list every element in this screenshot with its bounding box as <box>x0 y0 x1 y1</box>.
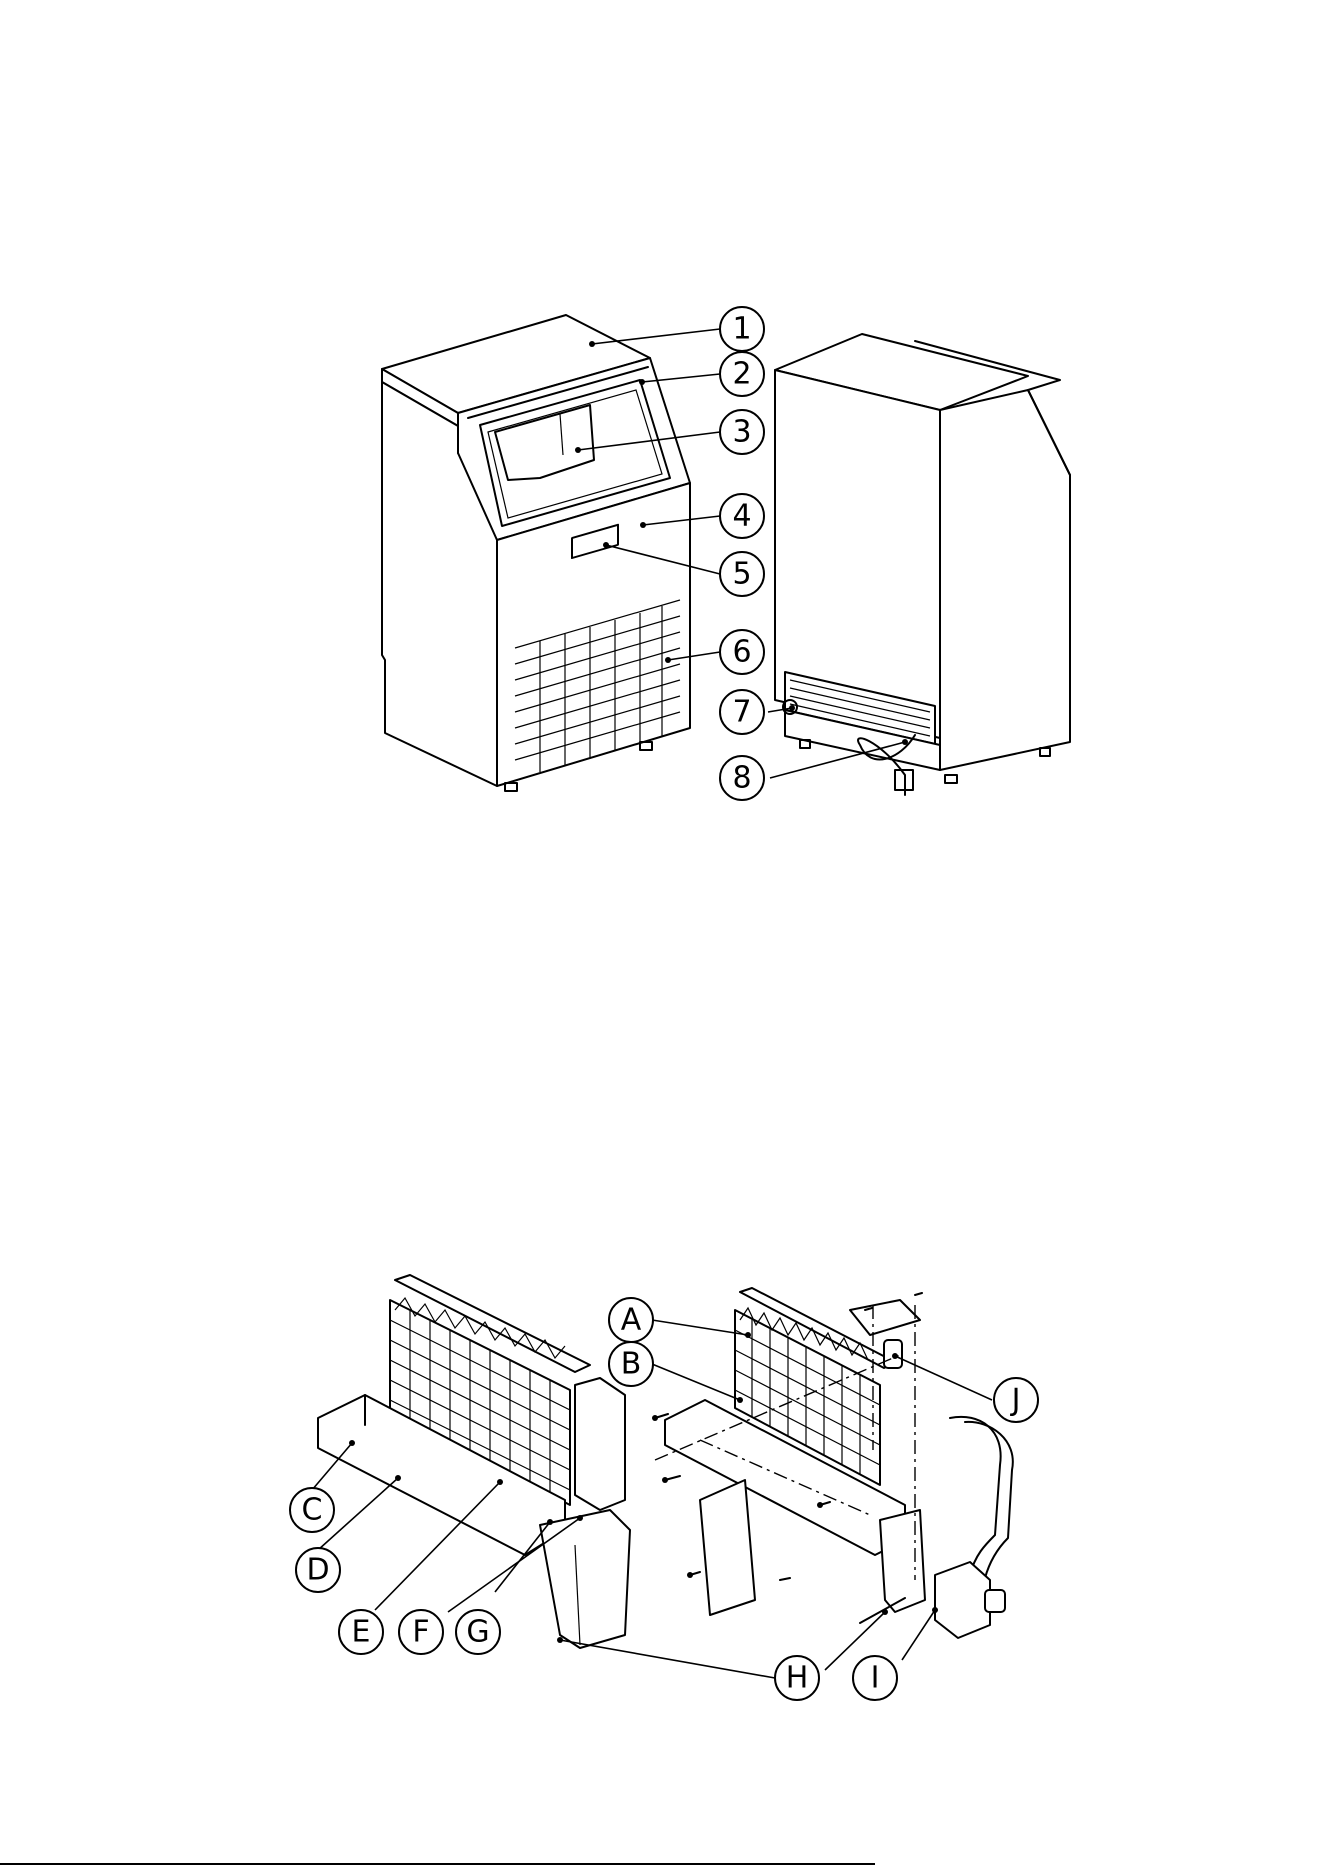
callout-2: 2 <box>720 352 764 396</box>
svg-text:J: J <box>1010 1383 1021 1418</box>
svg-text:E: E <box>352 1615 371 1650</box>
callout-c: C <box>290 1488 334 1532</box>
callout-g: G <box>456 1610 500 1654</box>
svg-text:4: 4 <box>732 499 751 534</box>
callout-b: B <box>609 1342 653 1386</box>
svg-text:8: 8 <box>732 761 751 796</box>
svg-text:1: 1 <box>732 312 751 347</box>
svg-text:D: D <box>306 1553 329 1588</box>
callout-h: H <box>775 1656 819 1700</box>
evaporator-assembly-assembled <box>318 1275 630 1648</box>
callout-i: I <box>853 1656 897 1700</box>
callout-7: 7 <box>720 690 764 734</box>
svg-text:H: H <box>786 1661 809 1696</box>
svg-text:3: 3 <box>732 415 751 450</box>
svg-text:F: F <box>412 1615 429 1650</box>
svg-text:B: B <box>621 1347 642 1382</box>
callout-3: 3 <box>720 410 764 454</box>
callout-d: D <box>296 1548 340 1592</box>
svg-text:G: G <box>466 1615 489 1650</box>
callout-5: 5 <box>720 552 764 596</box>
svg-text:5: 5 <box>732 557 751 592</box>
callout-6: 6 <box>720 630 764 674</box>
callout-j: J <box>994 1378 1038 1422</box>
callout-4: 4 <box>720 494 764 538</box>
evaporator-assembly-exploded <box>652 1288 1013 1638</box>
svg-text:6: 6 <box>732 635 751 670</box>
ice-machine-front-view <box>382 315 690 791</box>
svg-text:A: A <box>621 1303 642 1338</box>
callout-a: A <box>609 1298 653 1342</box>
callout-f: F <box>399 1610 443 1654</box>
callout-8: 8 <box>720 756 764 800</box>
svg-text:2: 2 <box>732 357 751 392</box>
svg-text:I: I <box>871 1661 880 1696</box>
callout-e: E <box>339 1610 383 1654</box>
svg-text:C: C <box>302 1493 323 1528</box>
svg-text:7: 7 <box>732 695 751 730</box>
ice-machine-back-view <box>775 334 1070 795</box>
callout-1: 1 <box>720 307 764 351</box>
